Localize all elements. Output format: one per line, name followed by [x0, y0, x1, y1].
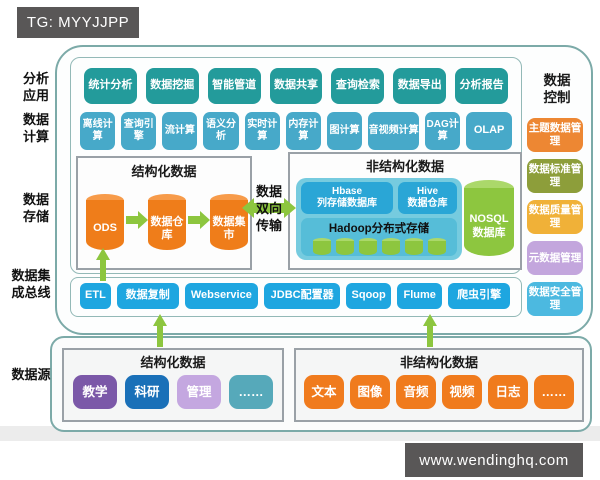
hadoop-label: Hadoop分布式存储 — [328, 223, 430, 235]
layer-label-source: 数据源 — [11, 367, 51, 382]
cylinder-body — [86, 200, 124, 250]
layer-label-analysis: 分析应用 — [22, 71, 49, 103]
cylinder-label: ODS — [93, 222, 117, 235]
bidirectional-transfer-label: 数据双向传输 — [255, 184, 282, 233]
watermark-tag-badge: TG: MYYJJPP — [17, 7, 139, 38]
integration-bus-row: ETL 数据复制 Webservice JDBC配置器 Sqoop Flume … — [80, 283, 510, 309]
source-box: 音频 — [396, 375, 436, 409]
unstructured-source-items: 文本 图像 音频 视频 日志 …… — [296, 375, 582, 409]
source-box: 图像 — [350, 375, 390, 409]
control-box-data-standard: 数据标准管理 — [527, 159, 583, 193]
compute-box: 实时计算 — [244, 112, 280, 150]
control-box-data-security: 数据安全管理 — [527, 282, 583, 316]
nosql-label: NOSQL 数据库 — [464, 196, 514, 256]
hadoop-cluster-container: Hbase 列存储数据库 Hive 数据仓库 Hadoop分布式存储 — [296, 178, 462, 260]
app-box: 数据挖掘 — [145, 68, 199, 104]
bus-box: Webservice — [184, 283, 259, 309]
source-box: 科研 — [125, 375, 169, 409]
bus-box: ETL — [80, 283, 111, 309]
layer-label-storage: 数据存储 — [22, 192, 49, 224]
hive-box: Hive 数据仓库 — [398, 182, 457, 214]
cylinder-label: 数据集市 — [212, 215, 246, 241]
unstructured-source-title: 非结构化数据 — [399, 355, 478, 370]
structured-source-items: 教学 科研 管理 …… — [64, 375, 282, 409]
source-box: …… — [229, 375, 273, 409]
node-cylinder — [427, 238, 446, 255]
bus-box: 数据复制 — [116, 283, 179, 309]
website-watermark-badge: www.wendinghq.com — [405, 443, 583, 477]
data-mart-cylinder: 数据集市 — [210, 194, 248, 250]
app-box: 数据共享 — [269, 68, 323, 104]
app-box: 分析报告 — [455, 68, 509, 104]
nosql-desc: 数据库 — [472, 227, 506, 239]
bus-box: Sqoop — [346, 283, 392, 309]
cylinder-label: 数据仓库 — [150, 215, 184, 241]
compute-box: DAG计算 — [425, 112, 461, 150]
compute-box: 语义分析 — [203, 112, 239, 150]
compute-box: 图计算 — [326, 112, 363, 150]
node-cylinder — [358, 238, 377, 255]
source-box: 管理 — [177, 375, 221, 409]
app-box: 数据导出 — [393, 68, 447, 104]
hbase-name: Hbase — [331, 185, 362, 197]
cylinder-body — [148, 200, 186, 250]
source-box: 教学 — [73, 375, 117, 409]
unstructured-storage-title: 非结构化数据 — [365, 159, 444, 174]
control-box-theme-data: 主题数据管理 — [527, 118, 583, 152]
nosql-cylinder: NOSQL 数据库 — [464, 180, 514, 256]
node-cylinder — [335, 238, 354, 255]
control-box-metadata: 元数据管理 — [527, 241, 583, 275]
source-box: 日志 — [488, 375, 528, 409]
compute-box: 流计算 — [162, 112, 198, 150]
node-cylinder — [381, 238, 400, 255]
compute-box: 音视频计算 — [368, 112, 420, 150]
node-cylinder — [312, 238, 331, 255]
compute-box: 离线计算 — [80, 112, 116, 150]
analysis-app-row: 统计分析 数据挖掘 智能管道 数据共享 查询检索 数据导出 分析报告 — [84, 68, 509, 104]
app-box: 查询检索 — [331, 68, 385, 104]
cylinder-body — [210, 200, 248, 250]
structured-source-box: 结构化数据 教学 科研 管理 …… — [62, 348, 284, 422]
source-box: …… — [534, 375, 574, 409]
data-compute-row: 离线计算 查询引擎 流计算 语义分析 实时计算 内存计算 图计算 音视频计算 D… — [80, 112, 512, 150]
source-box: 文本 — [304, 375, 344, 409]
control-box-data-quality: 数据质量管理 — [527, 200, 583, 234]
compute-box: 查询引擎 — [121, 112, 157, 150]
hadoop-storage-box: Hadoop分布式存储 — [301, 218, 457, 256]
hbase-desc: 列存储数据库 — [317, 198, 377, 209]
layer-label-compute: 数据计算 — [22, 112, 49, 144]
nosql-name: NOSQL — [469, 212, 509, 225]
structured-source-title: 结构化数据 — [140, 355, 206, 370]
app-box: 统计分析 — [84, 68, 137, 104]
bus-box: JDBC配置器 — [264, 283, 341, 309]
bus-box: Flume — [397, 283, 443, 309]
hadoop-node-cylinders — [301, 238, 457, 255]
hive-name: Hive — [416, 185, 439, 197]
structured-storage-title: 结构化数据 — [131, 164, 197, 179]
data-warehouse-cylinder: 数据仓库 — [148, 194, 186, 250]
hbase-box: Hbase 列存储数据库 — [301, 182, 393, 214]
compute-box: 内存计算 — [285, 112, 321, 150]
compute-box: OLAP — [466, 112, 512, 150]
hive-desc: 数据仓库 — [407, 198, 448, 209]
ods-cylinder: ODS — [86, 194, 124, 250]
cylinder-body — [464, 188, 514, 256]
bus-box: 爬虫引擎 — [448, 283, 510, 309]
app-box: 智能管道 — [207, 68, 261, 104]
node-cylinder — [404, 238, 423, 255]
source-box: 视频 — [442, 375, 482, 409]
unstructured-source-box: 非结构化数据 文本 图像 音频 视频 日志 …… — [294, 348, 584, 422]
data-control-title: 数据控制 — [543, 73, 571, 105]
layer-label-bus: 数据集成总线 — [11, 268, 51, 300]
